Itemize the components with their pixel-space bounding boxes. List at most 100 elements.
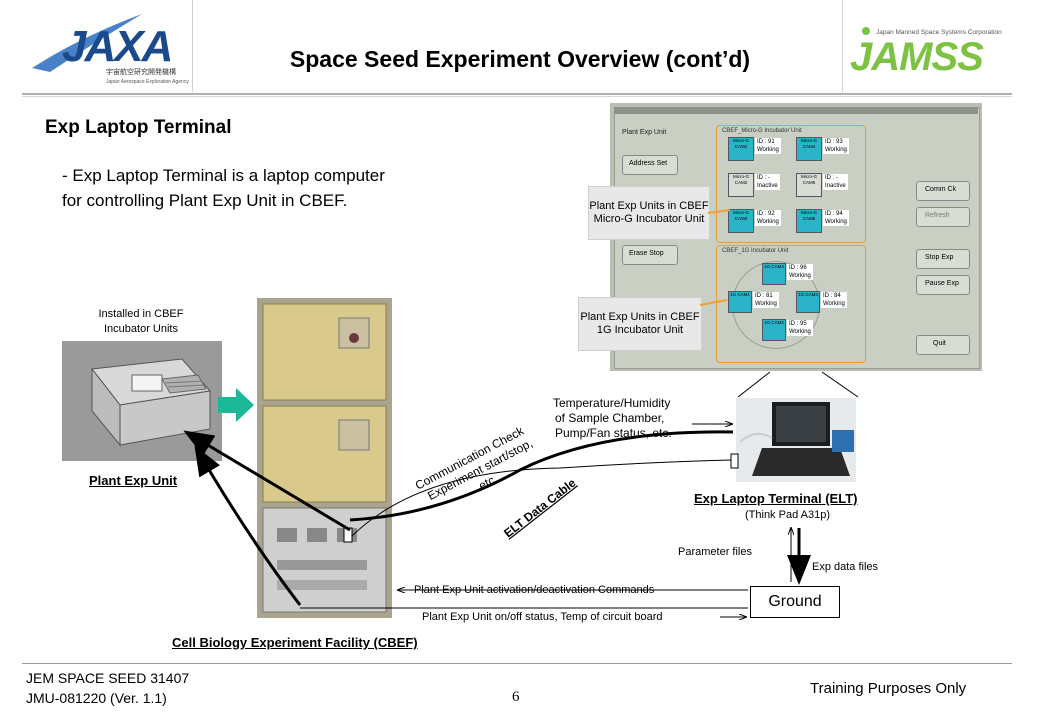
callout-oneg: Plant Exp Units in CBEF 1G Incubator Uni…: [578, 297, 702, 351]
oneg-cam-info: ID : 96 Working: [787, 264, 813, 280]
microg-group-label: CBEF_Micro-G Incubator Unit: [722, 128, 802, 134]
elt-label: Exp Laptop Terminal (ELT): [694, 491, 858, 506]
microg-cam-label: Micro-G CAM3: [733, 210, 749, 221]
activation-commands-label: Plant Exp Unit activation/deactivation C…: [414, 584, 655, 596]
microg-cam-status: Working: [757, 147, 779, 153]
section-heading: Exp Laptop Terminal: [45, 117, 232, 138]
microg-cam-info: ID : 94 Working: [823, 210, 849, 226]
microg-cam-status: Working: [825, 147, 847, 153]
ground-label: Ground: [768, 593, 822, 610]
footer-page-number: 6: [512, 689, 520, 705]
microg-cam-label: Micro-G CAM5: [801, 174, 817, 185]
microg-cam-status: Working: [825, 219, 847, 225]
oneg-cam-status: Working: [755, 301, 777, 307]
header-divider-right: [842, 0, 843, 92]
oneg-cam-id: ID : 96: [789, 265, 807, 271]
footer-purpose: Training Purposes Only: [810, 680, 967, 697]
ground-box: Ground: [750, 586, 840, 618]
refresh-label: Refresh: [925, 212, 950, 219]
plant-exp-unit-photo: [62, 341, 222, 461]
header-divider-left: [192, 0, 193, 92]
microg-cam-status: Inactive: [825, 183, 846, 189]
page-title: Space Seed Experiment Overview (cont’d): [289, 46, 751, 72]
oneg-cam-label: 1G CAM3: [798, 292, 818, 297]
microg-cam-label: Micro-G CAM6: [801, 210, 817, 221]
erase-stop-label: Erase Stop: [629, 250, 664, 257]
temp-humidity-line-1: Temperature/Humidity: [553, 396, 671, 410]
oneg-cam-cell: 1G CAM1: [728, 291, 752, 313]
jamss-logo-text: JAMSS: [850, 35, 984, 78]
microg-cam-cell: Micro-G CAM2: [728, 173, 754, 197]
oneg-cam-status: Working: [823, 301, 845, 307]
cbef-label: Cell Biology Experiment Facility (CBEF): [172, 635, 418, 650]
header-separator-inner: [22, 96, 1012, 97]
jamss-logo: Japan Manned Space Systems Corporation J…: [848, 22, 1018, 79]
screen-zoom-line-right: [821, 371, 859, 398]
microg-cam-id: ID : -: [757, 175, 770, 181]
microg-group: [716, 125, 866, 243]
parameter-files-label: Parameter files: [678, 546, 752, 558]
jamss-logo-caption: Japan Manned Space Systems Corporation: [876, 29, 1002, 36]
oneg-cam-id: ID : 95: [789, 321, 807, 327]
footer-doc-version: JMU-081220 (Ver. 1.1): [26, 690, 167, 706]
comm-check-line-1: Communication Check: [413, 423, 527, 493]
screen-left-button-address: Address Set: [622, 155, 678, 175]
screen-button-comm: Comm Ck: [916, 181, 970, 201]
onoff-status-label: Plant Exp Unit on/off status, Temp of ci…: [422, 611, 663, 623]
oneg-cam-cell: 1G CAM2: [762, 319, 786, 341]
microg-cam-cell: Micro-G CAM3: [728, 209, 754, 233]
oneg-cam-label: 1G CAM2: [764, 320, 784, 325]
microg-cam-info: ID : -Inactive: [823, 174, 848, 190]
microg-cam-id: ID : 94: [825, 211, 843, 217]
temp-humidity-line-3: Pump/Fan status, etc.: [555, 426, 672, 440]
oneg-cam-cell: 1G CAM4: [762, 263, 786, 285]
screen-zoom-line-left: [737, 371, 771, 398]
plant-exp-unit-label: Plant Exp Unit: [89, 473, 178, 488]
microg-cam-label: Micro-G CAM4: [801, 138, 817, 149]
oneg-cam-label: 1G CAM1: [730, 292, 750, 297]
jaxa-logo: JAXA 宇宙航空研究開発機構 Japan Aerospace Explorat…: [22, 6, 192, 92]
oneg-cam-cell: 1G CAM3: [796, 291, 820, 313]
elt-model-label: (Think Pad A31p): [745, 509, 830, 521]
microg-cam-id: ID : 92: [757, 211, 775, 217]
comm-check-line-3: etc.: [476, 471, 500, 492]
elt-cable-label: ELT Data Cable: [501, 475, 579, 540]
screen-left-button-erase: Erase Stop: [622, 245, 678, 265]
callout-microg: Plant Exp Units in CBEF Micro-G Incubato…: [588, 186, 710, 240]
microg-cam-cell: Micro-G CAM6: [796, 209, 822, 233]
screen-button-refresh: Refresh: [916, 207, 970, 227]
oneg-cam-info: ID : 84 Working: [821, 292, 847, 308]
oneg-cam-status: Working: [789, 273, 811, 279]
exp-data-files-label: Exp data files: [812, 561, 879, 573]
microg-cam-info: ID : - Inactive: [755, 174, 780, 190]
microg-cam-label: Micro-G CAM1: [733, 138, 749, 149]
footer-separator: [22, 663, 1012, 664]
oneg-cam-label: 1G CAM4: [764, 264, 784, 269]
cbef-photo: [257, 298, 392, 618]
elt-data-cable: [351, 459, 733, 537]
oneg-cam-id: ID : 84: [823, 293, 841, 299]
microg-cam-cell: Micro-G CAM1: [728, 137, 754, 161]
oneg-group-label: CBEF_1G Incubator Unit: [722, 248, 789, 254]
screen-titlebar: [614, 107, 978, 114]
screen-button-pause: Pause Exp: [916, 275, 970, 295]
description-line-2: for controlling Plant Exp Unit in CBEF.: [62, 191, 348, 210]
address-set-label: Address Set: [629, 160, 668, 167]
comm-ck-label: Comm Ck: [925, 186, 957, 193]
temp-humidity-line-2: of Sample Chamber,: [555, 411, 665, 425]
comm-check-line-2: Experiment start/stop,: [425, 436, 535, 503]
microg-cam-cell: Micro-G CAM5: [796, 173, 822, 197]
jaxa-logo-caption: Japan Aerospace Exploration Agency: [106, 79, 189, 85]
installed-label: Installed in CBEF Incubator Units: [98, 308, 184, 335]
screen-button-stop: Stop Exp: [916, 249, 970, 269]
microg-cam-status: Inactive: [757, 183, 778, 189]
elt-laptop-photo: [736, 398, 856, 482]
jaxa-logo-text: JAXA: [62, 22, 171, 71]
header-separator: [22, 93, 1012, 95]
description-line-1: - Exp Laptop Terminal is a laptop comput…: [62, 166, 385, 185]
